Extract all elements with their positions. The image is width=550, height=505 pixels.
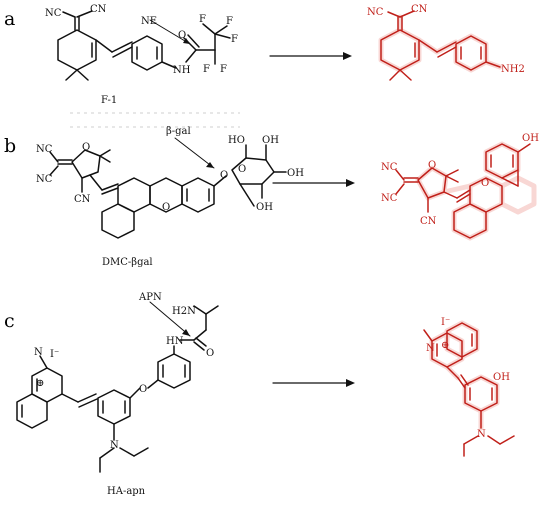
panel-b-product-group-nc1: NC bbox=[381, 162, 398, 173]
panel-b-product-group-nc2: NC bbox=[381, 193, 398, 204]
panel-b-product-group-o1: O bbox=[428, 160, 436, 171]
panel-c-product-group-oh: OH bbox=[493, 372, 510, 383]
panel-a: a bbox=[4, 4, 525, 128]
panel-c-product-group-n: N bbox=[426, 343, 435, 354]
panel-c-product-group-n2: N bbox=[477, 429, 486, 440]
panel-b-group-oh2: OH bbox=[287, 168, 304, 179]
panel-a-group-f3: F bbox=[231, 34, 238, 45]
panel-a-product-group-nh2: NH2 bbox=[501, 64, 525, 75]
panel-a-product-structure bbox=[378, 10, 503, 81]
panel-b: b bbox=[4, 126, 539, 268]
panel-b-group-o4: O bbox=[238, 164, 246, 175]
panel-a-product-group-nc: NC bbox=[367, 7, 384, 18]
panel-a-group-o: O bbox=[178, 30, 186, 41]
panel-c-group-o2: O bbox=[139, 384, 147, 395]
panel-b-group-nc2: NC bbox=[36, 174, 53, 185]
panel-c-enzyme-label: APN bbox=[138, 292, 162, 303]
panel-a-compound-name: F-1 bbox=[101, 95, 117, 106]
panel-a-group-f5: F bbox=[220, 64, 227, 75]
panel-c-reactant-structure bbox=[16, 301, 219, 473]
panel-a-product-group-cn: CN bbox=[411, 4, 428, 15]
panel-b-group-o3: O bbox=[220, 170, 228, 181]
panel-c-group-o1: O bbox=[206, 348, 214, 359]
panel-b-reaction-arrow bbox=[272, 179, 355, 187]
panel-a-enzyme-label: NE bbox=[141, 16, 157, 27]
panel-b-product-group-oh: OH bbox=[522, 133, 539, 144]
panel-b-compound-name: DMC-βgal bbox=[102, 257, 153, 268]
panel-a-group-f4: F bbox=[203, 64, 210, 75]
panel-a-group-cn: CN bbox=[90, 4, 107, 15]
panel-b-reactant-structure bbox=[49, 137, 287, 239]
panel-b-product-structure bbox=[395, 141, 537, 241]
panel-b-group-o2: O bbox=[162, 202, 170, 213]
panel-b-group-oh1: OH bbox=[262, 135, 279, 146]
panel-b-group-cn: CN bbox=[74, 194, 91, 205]
panel-c-product-structure bbox=[423, 320, 515, 457]
panel-c-group-h2n: H2N bbox=[172, 306, 196, 317]
panel-b-product-group-o2: O bbox=[481, 178, 489, 189]
panel-b-letter: b bbox=[4, 135, 16, 157]
panel-a-group-f2: F bbox=[226, 16, 233, 27]
panel-b-group-nc1: NC bbox=[36, 144, 53, 155]
panel-c-compound-name: HA-apn bbox=[107, 486, 146, 497]
panel-b-enzyme-label: β-gal bbox=[166, 126, 191, 137]
panel-b-group-oh3: OH bbox=[256, 202, 273, 213]
panel-c-group-iodide: I⁻ bbox=[50, 349, 59, 360]
panel-c-group-n: N bbox=[34, 347, 43, 358]
panel-c-group-plus: ⊕ bbox=[36, 378, 44, 389]
panel-b-group-ho: HO bbox=[228, 135, 245, 146]
panel-a-group-nc: NC bbox=[45, 8, 62, 19]
panel-c-product-group-iodide: I⁻ bbox=[441, 317, 450, 328]
panel-c-group-hn: HN bbox=[166, 336, 184, 347]
panel-a-group-f1: F bbox=[199, 14, 206, 25]
panel-c-letter: c bbox=[4, 310, 15, 332]
panel-b-group-o1: O bbox=[82, 142, 90, 153]
panel-c-product-group-plus: ⊕ bbox=[441, 340, 449, 351]
panel-b-product-group-cn: CN bbox=[420, 216, 437, 227]
panel-a-group-nh: NH bbox=[173, 65, 191, 76]
panel-a-letter: a bbox=[4, 8, 15, 30]
panel-a-reaction-arrow bbox=[269, 52, 352, 60]
panel-c-group-n2: N bbox=[110, 440, 119, 451]
panel-a-reactant-structure bbox=[57, 10, 231, 81]
panel-c-reaction-arrow bbox=[272, 379, 355, 387]
panel-c: c bbox=[4, 292, 515, 497]
